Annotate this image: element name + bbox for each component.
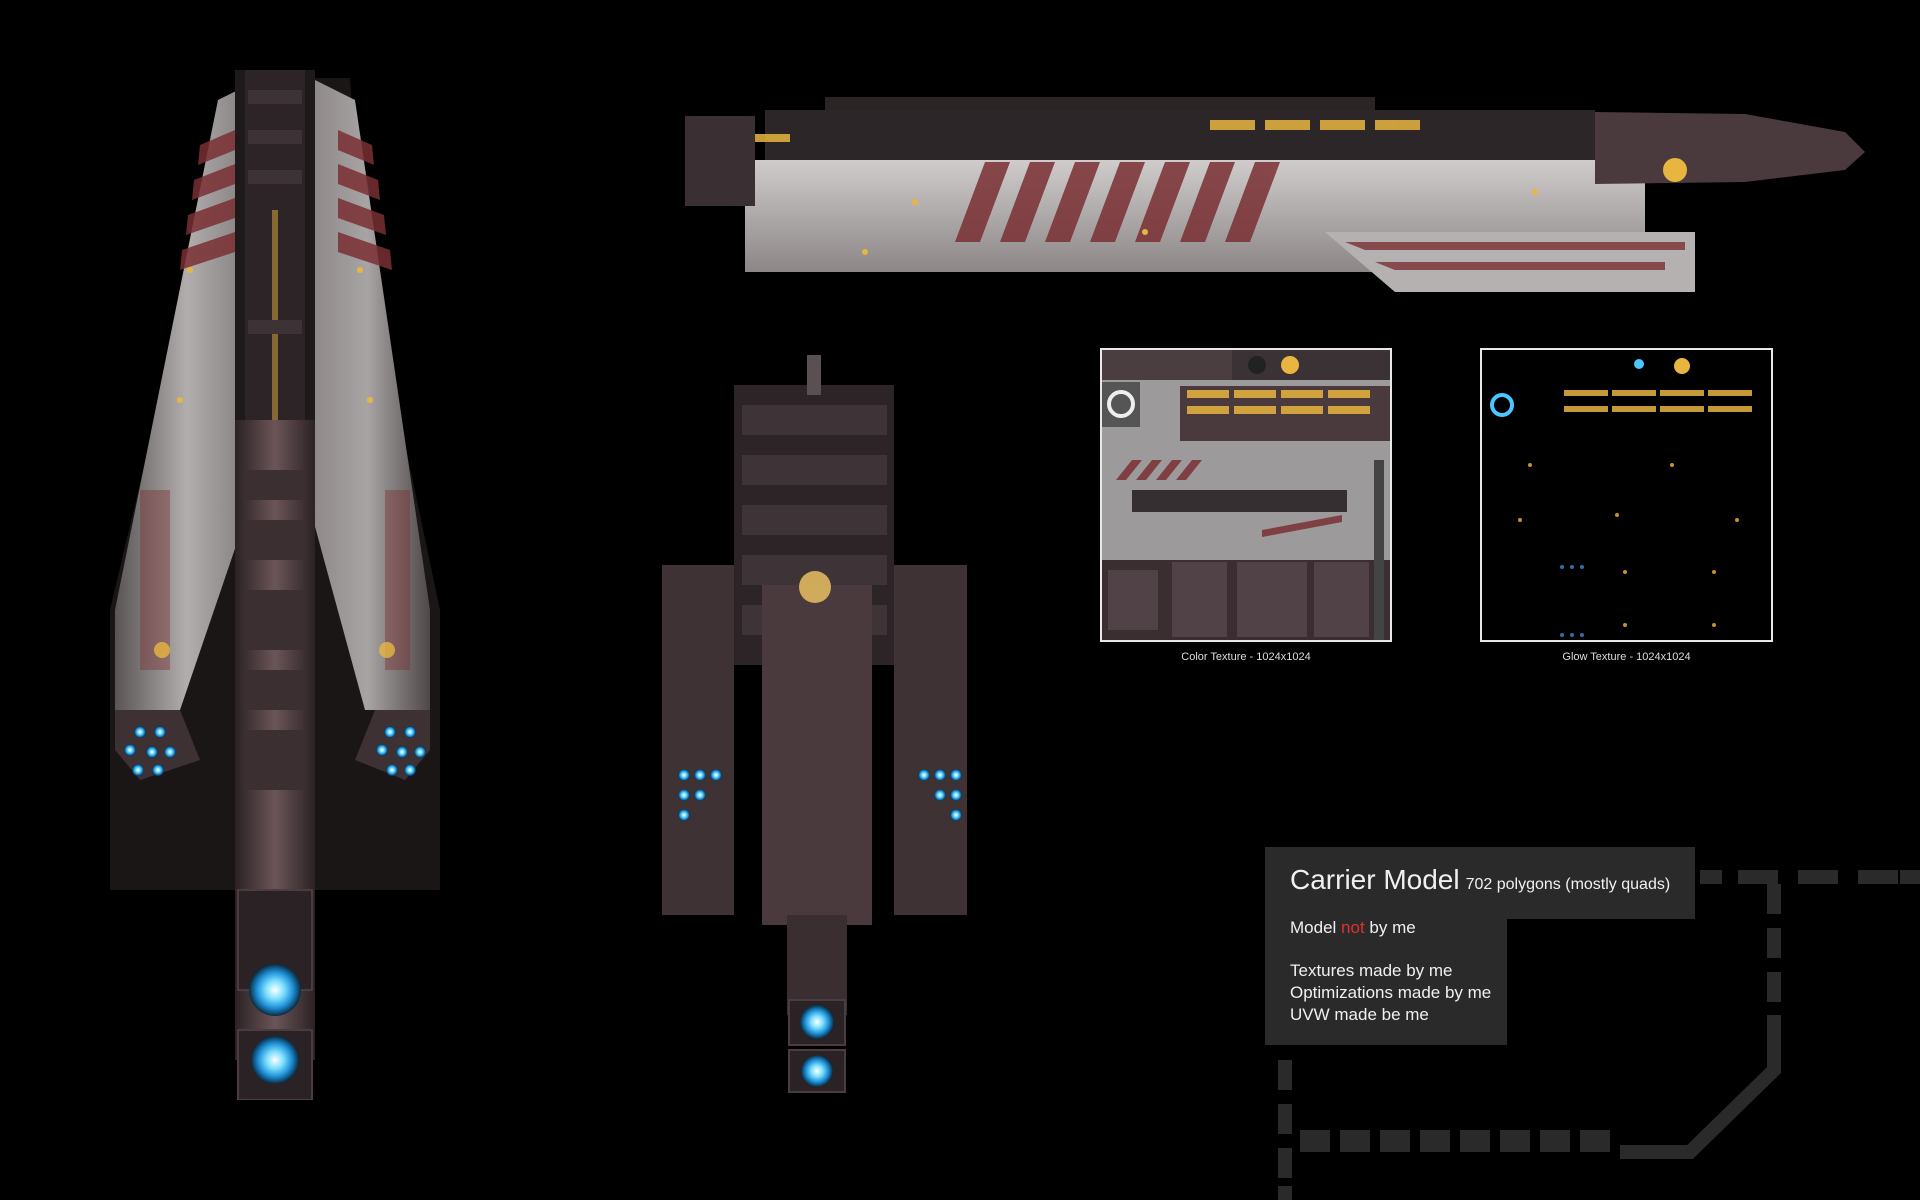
info-panel-body [1265, 915, 1507, 1045]
credit-line-optimizations: Optimizations made by me [1290, 983, 1492, 1002]
glow-texture-caption: Glow Texture - 1024x1024 [1562, 651, 1691, 663]
model-credit-prefix: Model [1290, 918, 1342, 937]
model-title: Carrier Model 702 polygons (mostly quads) [1290, 864, 1670, 896]
color-texture-caption: Color Texture - 1024x1024 [1181, 651, 1311, 663]
carrier-top-view-small [662, 355, 967, 1093]
color-texture-thumbnail [1100, 348, 1392, 642]
glow-texture-thumbnail [1480, 348, 1773, 642]
info-panel-header [1265, 847, 1695, 919]
model-credit-suffix: by me [1364, 918, 1416, 937]
model-credit: Model not by me [1290, 918, 1416, 938]
credit-line-textures: Textures made by me [1290, 961, 1453, 980]
carrier-top-view-large [110, 70, 440, 1100]
polygon-count: 702 polygons (mostly quads) [1465, 876, 1671, 893]
carrier-side-view [685, 97, 1865, 292]
model-title-text: Carrier Model [1290, 864, 1460, 895]
decorative-dashed-frame [1278, 870, 1920, 1200]
credit-line-uvw: UVW made be me [1290, 1005, 1429, 1024]
model-credit-highlight: not [1341, 918, 1365, 937]
